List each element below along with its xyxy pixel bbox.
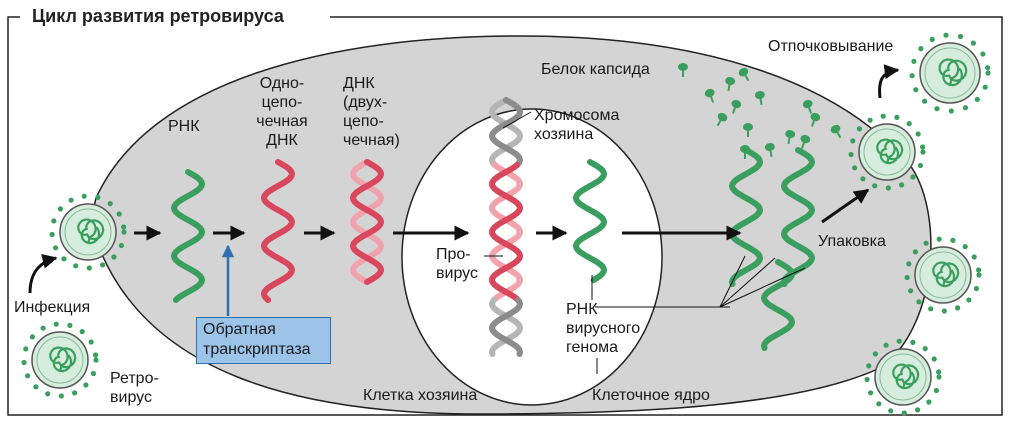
label-rna: РНК <box>168 118 200 135</box>
capsid-protein-1 <box>704 88 715 103</box>
capsid-protein-7 <box>716 112 728 127</box>
capsid-protein-14 <box>800 134 811 149</box>
chromosome-strand-top-b <box>488 97 524 167</box>
double-stranded-dna <box>349 159 385 285</box>
retrovirus-particles <box>21 32 991 416</box>
provirus-strand-a <box>489 162 523 302</box>
chromosome-strand-top-a <box>488 97 524 167</box>
capsid-protein-10 <box>830 124 842 139</box>
capsid-protein-13 <box>764 142 775 158</box>
nucleus-rna-helix <box>572 159 608 283</box>
arrow-packaging <box>821 188 870 224</box>
label-capsid-protein: Белок капсида <box>541 61 650 78</box>
capsid-protein-9 <box>785 129 796 145</box>
provirus-strand-b <box>489 162 523 302</box>
capsid-protein-2 <box>725 76 736 92</box>
rna-strand <box>170 169 206 303</box>
capsid-protein-11 <box>810 112 821 127</box>
leader-lines <box>484 111 806 374</box>
single-stranded-dna <box>260 159 296 303</box>
ssdna-helix <box>260 159 296 303</box>
rna-copy-3 <box>760 259 796 351</box>
capsid-protein-5 <box>754 90 765 106</box>
arrow-infection <box>28 254 58 294</box>
chromosome-strand-bottom-a <box>488 297 524 357</box>
dsdna-strand-b <box>349 159 385 285</box>
rna-helix <box>170 169 206 303</box>
virus-free-top-right <box>909 32 991 114</box>
label-budding: Отпочковывание <box>768 38 894 55</box>
capsid-protein-12 <box>740 145 750 159</box>
virus-free-bottom-right <box>864 338 942 416</box>
arrow-budding <box>878 64 900 99</box>
viral-rna-in-nucleus <box>572 159 608 283</box>
label-retrovirus: Ретро-вирус <box>110 370 159 406</box>
diagram-title: Цикл развития ретровируса <box>26 6 290 27</box>
capsid-protein-8 <box>802 99 813 114</box>
chromosome-strand-bottom-b <box>488 297 524 357</box>
capsid-protein-4 <box>731 99 742 114</box>
label-cell-nucleus: Клеточное ядро <box>592 387 710 404</box>
capsid-protein-6 <box>743 123 753 137</box>
rna-copy-2 <box>780 147 816 287</box>
capsid-protein-0 <box>678 63 688 77</box>
dsdna-strand-a <box>349 159 385 285</box>
host-chromosome <box>488 97 524 357</box>
label-packaging: Упаковка <box>818 233 886 250</box>
viral-rna-copies <box>728 147 816 351</box>
capsid-proteins <box>678 63 842 159</box>
label-host-cell: Клетка хозяина <box>363 387 478 404</box>
label-provirus: Про-вирус <box>436 246 478 282</box>
process-arrows <box>28 64 900 294</box>
label-double-stranded-dna: ДНК(двух-цепо-чечная) <box>343 75 400 149</box>
rna-copy-1 <box>728 147 764 287</box>
label-infection: Инфекция <box>14 299 91 316</box>
virus-free-left <box>21 321 99 399</box>
virus-entering <box>49 193 127 271</box>
capsid-protein-3 <box>738 67 750 82</box>
virus-free-mid-right <box>904 236 982 314</box>
virus-budding <box>848 113 926 191</box>
figure-frame <box>7 16 1003 416</box>
